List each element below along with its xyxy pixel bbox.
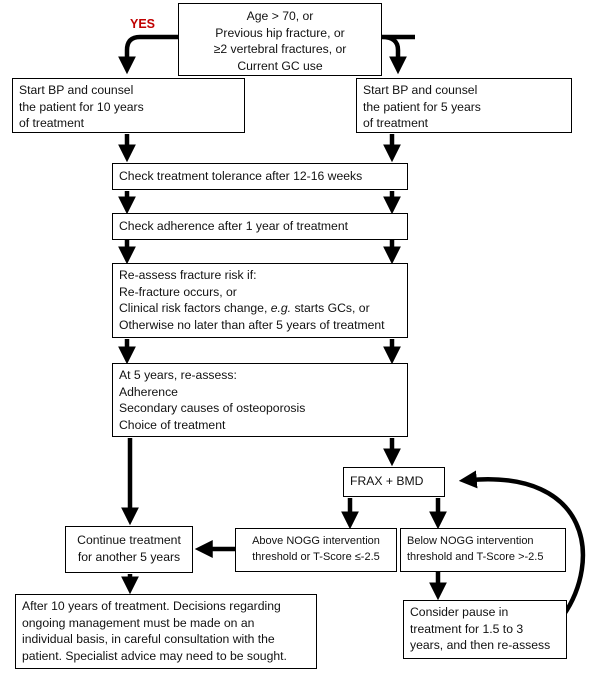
decision-line-4: Current GC use bbox=[237, 58, 323, 73]
above-nogg-box: Above NOGG intervention threshold or T-S… bbox=[235, 528, 397, 572]
five-year-line-1: At 5 years, re-assess: bbox=[119, 368, 237, 382]
above-line-1: Above NOGG intervention bbox=[252, 535, 380, 547]
start-10-years-box: Start BP and counsel the patient for 10 … bbox=[12, 78, 245, 133]
final-line-3: individual basis, in careful consultatio… bbox=[22, 632, 275, 647]
reassess-line-1: Re-assess fracture risk if: bbox=[119, 268, 257, 282]
below-nogg-box: Below NOGG intervention threshold and T-… bbox=[400, 528, 566, 572]
reassess-risk-box: Re-assess fracture risk if: Re-fracture … bbox=[112, 263, 408, 338]
frax-bmd-text: FRAX + BMD bbox=[350, 474, 424, 488]
reassess-line-3: Clinical risk factors change, e.g. start… bbox=[119, 300, 401, 317]
final-line-1: After 10 years of treatment. Decisions r… bbox=[22, 599, 281, 613]
final-line-4: patient. Specialist advice may need to b… bbox=[22, 648, 287, 663]
five-year-line-4: Choice of treatment bbox=[119, 417, 226, 432]
frax-bmd-box: FRAX + BMD bbox=[343, 467, 445, 497]
above-line-2: threshold or T-Score ≤-2.5 bbox=[252, 550, 380, 563]
five-year-line-2: Adherence bbox=[119, 384, 178, 399]
continue-line-1: Continue treatment bbox=[77, 533, 181, 547]
five-year-reassess-box: At 5 years, re-assess: Adherence Seconda… bbox=[112, 363, 408, 437]
five-year-line-3: Secondary causes of osteoporosis bbox=[119, 401, 306, 416]
yes-branch-arrow bbox=[118, 34, 178, 75]
below-line-1: Below NOGG intervention bbox=[407, 535, 534, 547]
start-5-line-3: of treatment bbox=[363, 116, 429, 131]
yes-label: YES bbox=[130, 17, 156, 31]
decision-line-3: ≥2 vertebral fractures, or bbox=[213, 42, 347, 57]
start-10-line-2: the patient for 10 years bbox=[19, 99, 144, 114]
start-10-line-3: of treatment bbox=[19, 116, 85, 131]
start-5-line-1: Start BP and counsel bbox=[363, 83, 478, 97]
start-5-years-box: Start BP and counsel the patient for 5 y… bbox=[356, 78, 572, 133]
reassess-line-2: Re-fracture occurs, or bbox=[119, 284, 237, 299]
adherence-box: Check adherence after 1 year of treatmen… bbox=[112, 213, 408, 240]
loop-back-arrow bbox=[458, 470, 585, 618]
below-line-2: threshold and T-Score >-2.5 bbox=[407, 550, 544, 563]
reassess-line-4: Otherwise no later than after 5 years of… bbox=[119, 317, 385, 332]
decision-box: Age > 70, or Previous hip fracture, or ≥… bbox=[178, 3, 382, 76]
continue-treatment-box: Continue treatment for another 5 years bbox=[65, 526, 193, 573]
pause-line-3: years, and then re-assess bbox=[410, 638, 551, 653]
consider-pause-box: Consider pause in treatment for 1.5 to 3… bbox=[403, 600, 567, 659]
start-10-line-1: Start BP and counsel bbox=[19, 83, 134, 97]
decision-line-1: Age > 70, or bbox=[246, 9, 314, 23]
adherence-text: Check adherence after 1 year of treatmen… bbox=[119, 219, 348, 233]
no-branch-arrow bbox=[381, 34, 415, 75]
continue-line-2: for another 5 years bbox=[77, 549, 181, 564]
reassess-line-3-eg: e.g. bbox=[270, 301, 292, 316]
pause-line-2: treatment for 1.5 to 3 bbox=[410, 621, 524, 636]
reassess-line-3-pre: Clinical risk factors change, bbox=[119, 301, 271, 316]
tolerance-box: Check treatment tolerance after 12-16 we… bbox=[112, 163, 408, 190]
start-5-line-2: the patient for 5 years bbox=[363, 99, 481, 114]
reassess-line-3-post: starts GCs, or bbox=[291, 301, 370, 316]
decision-line-2: Previous hip fracture, or bbox=[215, 25, 345, 40]
tolerance-text: Check treatment tolerance after 12-16 we… bbox=[119, 169, 363, 183]
pause-line-1: Consider pause in bbox=[410, 605, 509, 619]
after-10-years-box: After 10 years of treatment. Decisions r… bbox=[15, 594, 317, 669]
final-line-2: ongoing management must be made on an bbox=[22, 615, 255, 630]
